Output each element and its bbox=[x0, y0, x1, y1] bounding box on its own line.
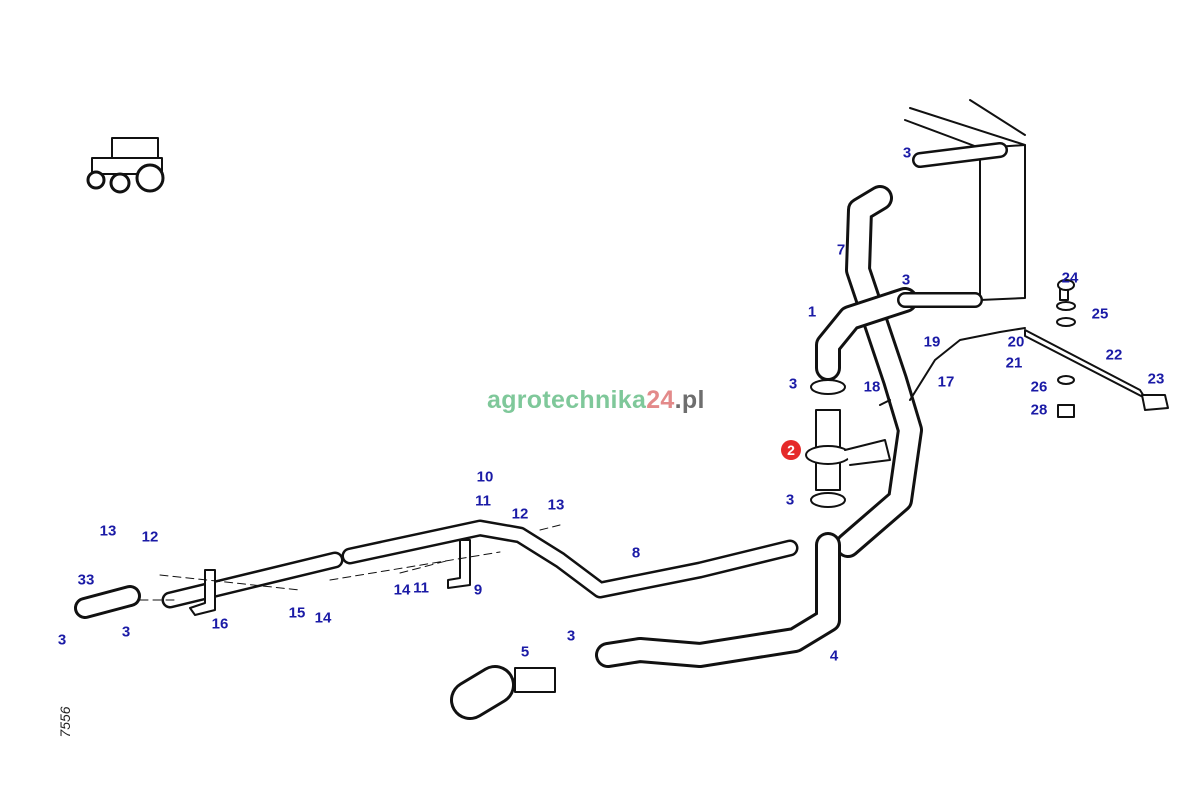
watermark-text: agrotechnika bbox=[487, 386, 647, 414]
cable bbox=[879, 327, 1026, 406]
part-label[interactable]: 3 bbox=[121, 623, 131, 641]
part-label[interactable]: 21 bbox=[1005, 354, 1023, 372]
part-label[interactable]: 33 bbox=[77, 571, 95, 589]
part-label[interactable]: 3 bbox=[785, 491, 795, 509]
watermark-number: 24 bbox=[646, 386, 675, 414]
radiator bbox=[904, 99, 1026, 301]
part-label[interactable]: 3 bbox=[57, 631, 67, 649]
dashed-leaders bbox=[139, 524, 561, 601]
part-label[interactable]: 11 bbox=[413, 579, 429, 597]
highlighted-part-label[interactable]: 2 bbox=[781, 440, 801, 460]
watermark: agrotechnika24.pl bbox=[487, 386, 705, 415]
part-label[interactable]: 4 bbox=[829, 647, 839, 665]
part-label[interactable]: 14 bbox=[314, 609, 332, 627]
part-label[interactable]: 8 bbox=[631, 544, 641, 562]
part-label[interactable]: 5 bbox=[520, 643, 530, 661]
part-label[interactable]: 3 bbox=[788, 375, 798, 393]
part-label[interactable]: 15 bbox=[288, 604, 306, 622]
part-label[interactable]: 11 bbox=[475, 492, 491, 510]
part-label[interactable]: 13 bbox=[99, 522, 117, 540]
part-label[interactable]: 26 bbox=[1030, 378, 1048, 396]
part-label[interactable]: 3 bbox=[901, 271, 911, 289]
watermark-domain: .pl bbox=[674, 386, 705, 414]
part-label[interactable]: 14 bbox=[393, 581, 411, 599]
part-label[interactable]: 18 bbox=[863, 378, 881, 396]
part-label[interactable]: 22 bbox=[1105, 346, 1123, 364]
part-label[interactable]: 13 bbox=[547, 496, 565, 514]
part-label[interactable]: 19 bbox=[923, 333, 941, 351]
part-label[interactable]: 25 bbox=[1091, 305, 1109, 323]
part-label[interactable]: 9 bbox=[473, 581, 483, 599]
part-label[interactable]: 3 bbox=[902, 144, 912, 162]
hoses bbox=[74, 142, 1008, 720]
part-label[interactable]: 12 bbox=[511, 505, 529, 523]
thermostat-housing bbox=[805, 379, 891, 508]
tractor-icon bbox=[86, 137, 165, 194]
part-label[interactable]: 20 bbox=[1007, 333, 1025, 351]
part-label[interactable]: 28 bbox=[1030, 401, 1048, 419]
part-label[interactable]: 23 bbox=[1147, 370, 1165, 388]
part-label[interactable]: 3 bbox=[566, 627, 576, 645]
part-label[interactable]: 12 bbox=[141, 528, 159, 546]
part-label[interactable]: 1 bbox=[807, 303, 817, 321]
part-label[interactable]: 16 bbox=[211, 615, 229, 633]
part-label[interactable]: 24 bbox=[1061, 269, 1079, 287]
part-label[interactable]: 10 bbox=[476, 468, 494, 486]
drawing-number: 7556 bbox=[57, 706, 73, 738]
bracket-bar bbox=[189, 279, 1169, 616]
part-label[interactable]: 7 bbox=[836, 241, 846, 259]
part-label[interactable]: 17 bbox=[937, 373, 955, 391]
